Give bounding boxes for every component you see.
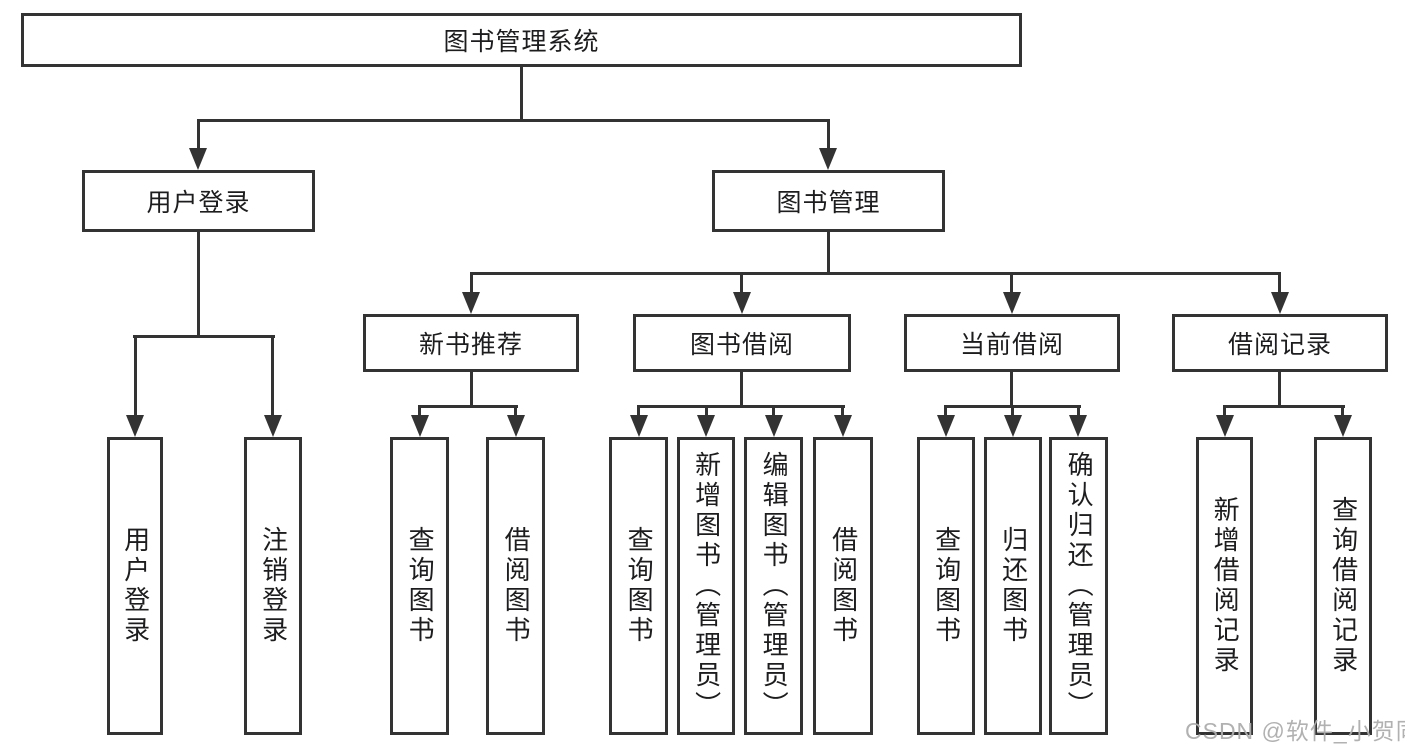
connector-book-management-stem [827, 230, 830, 275]
leaf-current-confirm-return-admin: 确认归还（管理员） [1049, 437, 1108, 735]
leaf-records-add-record-label: 新增借阅记录 [1210, 496, 1241, 676]
connector-rec-leaf1-stem [418, 405, 421, 417]
node-borrow-records: 借阅记录 [1172, 314, 1388, 372]
arrow-bor-leaf3-icon [765, 415, 783, 437]
arrow-to-current-icon [1003, 292, 1021, 314]
arrow-cur-leaf3-icon [1069, 415, 1087, 437]
connector-current-stem [1010, 370, 1013, 408]
leaf-current-query-books: 查询图书 [917, 437, 975, 735]
connector-recommend-stem [470, 370, 473, 408]
connector-cur-leaf1-stem [944, 405, 947, 417]
leaf-user-login-label: 用户登录 [120, 526, 151, 646]
arrow-rec-leaf1-icon [411, 415, 429, 437]
arrow-bor-leaf4-icon [834, 415, 852, 437]
connector-to-leaf-login-stem [134, 335, 137, 417]
connector-borrowing-rail [637, 405, 845, 408]
arrow-cur-leaf2-icon [1004, 415, 1022, 437]
connector-bor-leaf1-stem [637, 405, 640, 417]
leaf-borrowing-query-books-label: 查询图书 [624, 526, 655, 646]
leaf-borrowing-edit-books-admin: 编辑图书（管理员） [744, 437, 803, 735]
leaf-rec-query-books-label: 查询图书 [405, 526, 436, 646]
leaf-borrowing-add-books-admin: 新增图书（管理员） [677, 437, 735, 735]
arrow-cur-leaf1-icon [937, 415, 955, 437]
node-book-management: 图书管理 [712, 170, 945, 232]
connector-user-login-rail [133, 335, 275, 338]
leaf-borrowing-edit-books-admin-label: 编辑图书（管理员） [759, 451, 790, 721]
connector-rec-leaf2-stem [514, 405, 517, 417]
leaf-borrowing-borrow-books: 借阅图书 [813, 437, 873, 735]
connector-borrowing-stem [740, 370, 743, 408]
arrow-recd-leaf1-icon [1216, 415, 1234, 437]
leaf-records-add-record: 新增借阅记录 [1196, 437, 1253, 735]
arrow-rec-leaf2-icon [507, 415, 525, 437]
connector-to-records-stem [1278, 272, 1281, 294]
leaf-records-query-record: 查询借阅记录 [1314, 437, 1372, 735]
arrow-to-borrowing-icon [733, 292, 751, 314]
connector-to-current-stem [1010, 272, 1013, 294]
leaf-borrowing-query-books: 查询图书 [609, 437, 668, 735]
connector-to-leaf-logout-stem [271, 335, 274, 417]
arrow-bor-leaf2-icon [697, 415, 715, 437]
leaf-current-confirm-return-admin-label: 确认归还（管理员） [1064, 451, 1095, 721]
leaf-current-return-books: 归还图书 [984, 437, 1042, 735]
connector-user-login-stem [197, 230, 200, 337]
leaf-logout: 注销登录 [244, 437, 302, 735]
connector-to-user-login-stem [197, 119, 200, 149]
leaf-borrowing-borrow-books-label: 借阅图书 [828, 526, 859, 646]
connector-root-stem [520, 65, 523, 122]
connector-to-book-management-stem [827, 119, 830, 149]
connector-bor-leaf3-stem [772, 405, 775, 417]
leaf-borrowing-add-books-admin-label: 新增图书（管理员） [691, 451, 722, 721]
csdn-watermark: CSDN @软件_小贺同学 [1185, 718, 1405, 744]
connector-bor-leaf2-stem [705, 405, 708, 417]
connector-records-rail [1223, 405, 1345, 408]
arrow-to-leaf-login-icon [126, 415, 144, 437]
arrow-recd-leaf2-icon [1334, 415, 1352, 437]
connector-bor-leaf4-stem [841, 405, 844, 417]
node-root-library-system: 图书管理系统 [21, 13, 1022, 67]
connector-to-borrowing-stem [740, 272, 743, 294]
connector-recd-leaf2-stem [1341, 405, 1344, 417]
connector-cur-leaf2-stem [1011, 405, 1014, 417]
connector-records-stem [1278, 370, 1281, 408]
arrow-to-records-icon [1271, 292, 1289, 314]
connector-level3-rail [470, 272, 1281, 275]
arrow-bor-leaf1-icon [630, 415, 648, 437]
leaf-rec-query-books: 查询图书 [390, 437, 449, 735]
arrow-to-book-management-icon [819, 148, 837, 170]
connector-recommend-rail [418, 405, 518, 408]
connector-to-recommend-stem [470, 272, 473, 294]
leaf-logout-label: 注销登录 [258, 526, 289, 646]
leaf-current-query-books-label: 查询图书 [931, 526, 962, 646]
arrow-to-recommend-icon [462, 292, 480, 314]
leaf-rec-borrow-books-label: 借阅图书 [501, 526, 532, 646]
arrow-to-leaf-logout-icon [264, 415, 282, 437]
connector-cur-leaf3-stem [1077, 405, 1080, 417]
node-book-borrowing: 图书借阅 [633, 314, 851, 372]
leaf-current-return-books-label: 归还图书 [998, 526, 1029, 646]
node-current-borrowing: 当前借阅 [904, 314, 1120, 372]
leaf-rec-borrow-books: 借阅图书 [486, 437, 545, 735]
leaf-user-login: 用户登录 [107, 437, 163, 735]
arrow-to-user-login-icon [189, 148, 207, 170]
leaf-records-query-record-label: 查询借阅记录 [1328, 496, 1359, 676]
connector-level2-rail [197, 119, 830, 122]
node-user-login: 用户登录 [82, 170, 315, 232]
connector-recd-leaf1-stem [1223, 405, 1226, 417]
node-new-book-recommend: 新书推荐 [363, 314, 579, 372]
